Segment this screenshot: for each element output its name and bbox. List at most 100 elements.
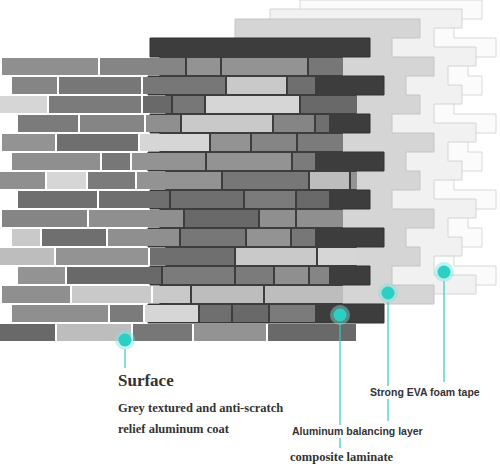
leader-line	[124, 349, 125, 368]
aluminum-strip	[12, 229, 40, 246]
stone-strip	[301, 96, 357, 113]
stone-strip	[207, 153, 291, 170]
stone-strip	[18, 191, 97, 208]
stone-strip	[200, 305, 231, 322]
stone-strip	[100, 58, 185, 75]
stone-strip	[88, 172, 135, 189]
aluminum-strip	[192, 286, 263, 303]
stone-strip	[0, 324, 55, 341]
stone-strip	[292, 229, 315, 246]
stone-strip	[185, 210, 258, 227]
stone-strip	[137, 172, 221, 189]
stone-strip	[80, 115, 144, 132]
aluminum-strip	[227, 77, 286, 94]
callout-halo	[330, 305, 350, 325]
part-label: Aluminum balancing layer	[290, 425, 425, 438]
stone-strip	[270, 305, 315, 322]
stone-strip	[260, 210, 295, 227]
stone-strip	[211, 134, 250, 151]
callout-halo	[434, 262, 454, 282]
aluminum-strip	[236, 248, 316, 265]
stone-strip	[245, 191, 295, 208]
leader-line	[443, 281, 444, 382]
stone-strip	[56, 248, 148, 265]
stone-strip	[2, 58, 98, 75]
aluminum-strip	[310, 172, 349, 189]
stone-strip	[309, 58, 343, 75]
callout-dot	[382, 287, 395, 300]
stone-strip	[67, 267, 161, 284]
stone-strip	[18, 115, 78, 132]
callout-halo	[378, 283, 398, 303]
stone-strip	[222, 58, 307, 75]
stone-strip	[2, 286, 70, 303]
aluminum-strip	[265, 286, 343, 303]
stone-strip	[351, 172, 357, 189]
stone-strip	[57, 134, 138, 151]
part-label: Strong EVA foam tape	[368, 386, 482, 399]
stone-strip	[268, 324, 356, 341]
aluminum-strip	[140, 134, 209, 151]
stone-strip	[247, 229, 290, 246]
stone-strip	[2, 134, 55, 151]
aluminum-strip	[0, 96, 47, 113]
callout-dot	[438, 266, 451, 279]
stone-strip	[2, 210, 87, 227]
stone-strip	[288, 77, 315, 94]
aluminum-strip	[72, 286, 151, 303]
aluminum-strip	[153, 286, 190, 303]
stone-strip	[0, 172, 45, 189]
stone-strip	[132, 153, 205, 170]
stone-strip	[171, 191, 243, 208]
aluminum-strip	[0, 248, 54, 265]
stone-strip	[99, 191, 169, 208]
part-heading: Surface	[116, 371, 176, 391]
stone-strip	[316, 115, 329, 132]
stone-strip	[12, 77, 57, 94]
stone-strip	[297, 210, 343, 227]
stone-strip	[163, 267, 234, 284]
aluminum-strip	[206, 96, 299, 113]
stone-strip	[181, 229, 245, 246]
aluminum-strip	[318, 248, 357, 265]
stone-strip	[133, 324, 192, 341]
stone-strip	[146, 115, 180, 132]
callout-dot	[119, 334, 132, 347]
stone-strip	[143, 77, 225, 94]
stone-strip	[194, 324, 266, 341]
stone-strip	[18, 267, 65, 284]
stone-strip	[252, 134, 296, 151]
stone-strip	[187, 58, 220, 75]
stone-strip	[233, 305, 268, 322]
callout-halo	[115, 330, 135, 350]
callout-dot	[334, 309, 347, 322]
stone-strip	[223, 172, 308, 189]
tile-surface	[0, 58, 357, 341]
leader-line	[387, 302, 388, 421]
part-description: Grey textured and anti-scratch relief al…	[116, 398, 315, 441]
stone-strip	[150, 248, 234, 265]
stone-strip	[274, 115, 314, 132]
stone-strip	[173, 96, 204, 113]
aluminum-strip	[182, 115, 272, 132]
stone-strip	[12, 153, 100, 170]
stone-strip	[102, 153, 130, 170]
stone-strip	[298, 134, 343, 151]
stone-strip	[12, 305, 108, 322]
stone-strip	[236, 267, 273, 284]
stone-strip	[59, 77, 141, 94]
stone-strip	[89, 210, 183, 227]
stone-strip	[293, 153, 315, 170]
stone-strip	[108, 229, 179, 246]
stone-strip	[110, 305, 143, 322]
aluminum-strip	[145, 305, 198, 322]
aluminum-strip	[47, 172, 86, 189]
stone-strip	[297, 191, 329, 208]
stone-strip	[42, 229, 106, 246]
stone-strip	[275, 267, 308, 284]
stone-strip	[310, 267, 329, 284]
stone-strip	[49, 96, 141, 113]
stone-strip	[143, 96, 171, 113]
part-label: composite laminate	[288, 450, 395, 465]
